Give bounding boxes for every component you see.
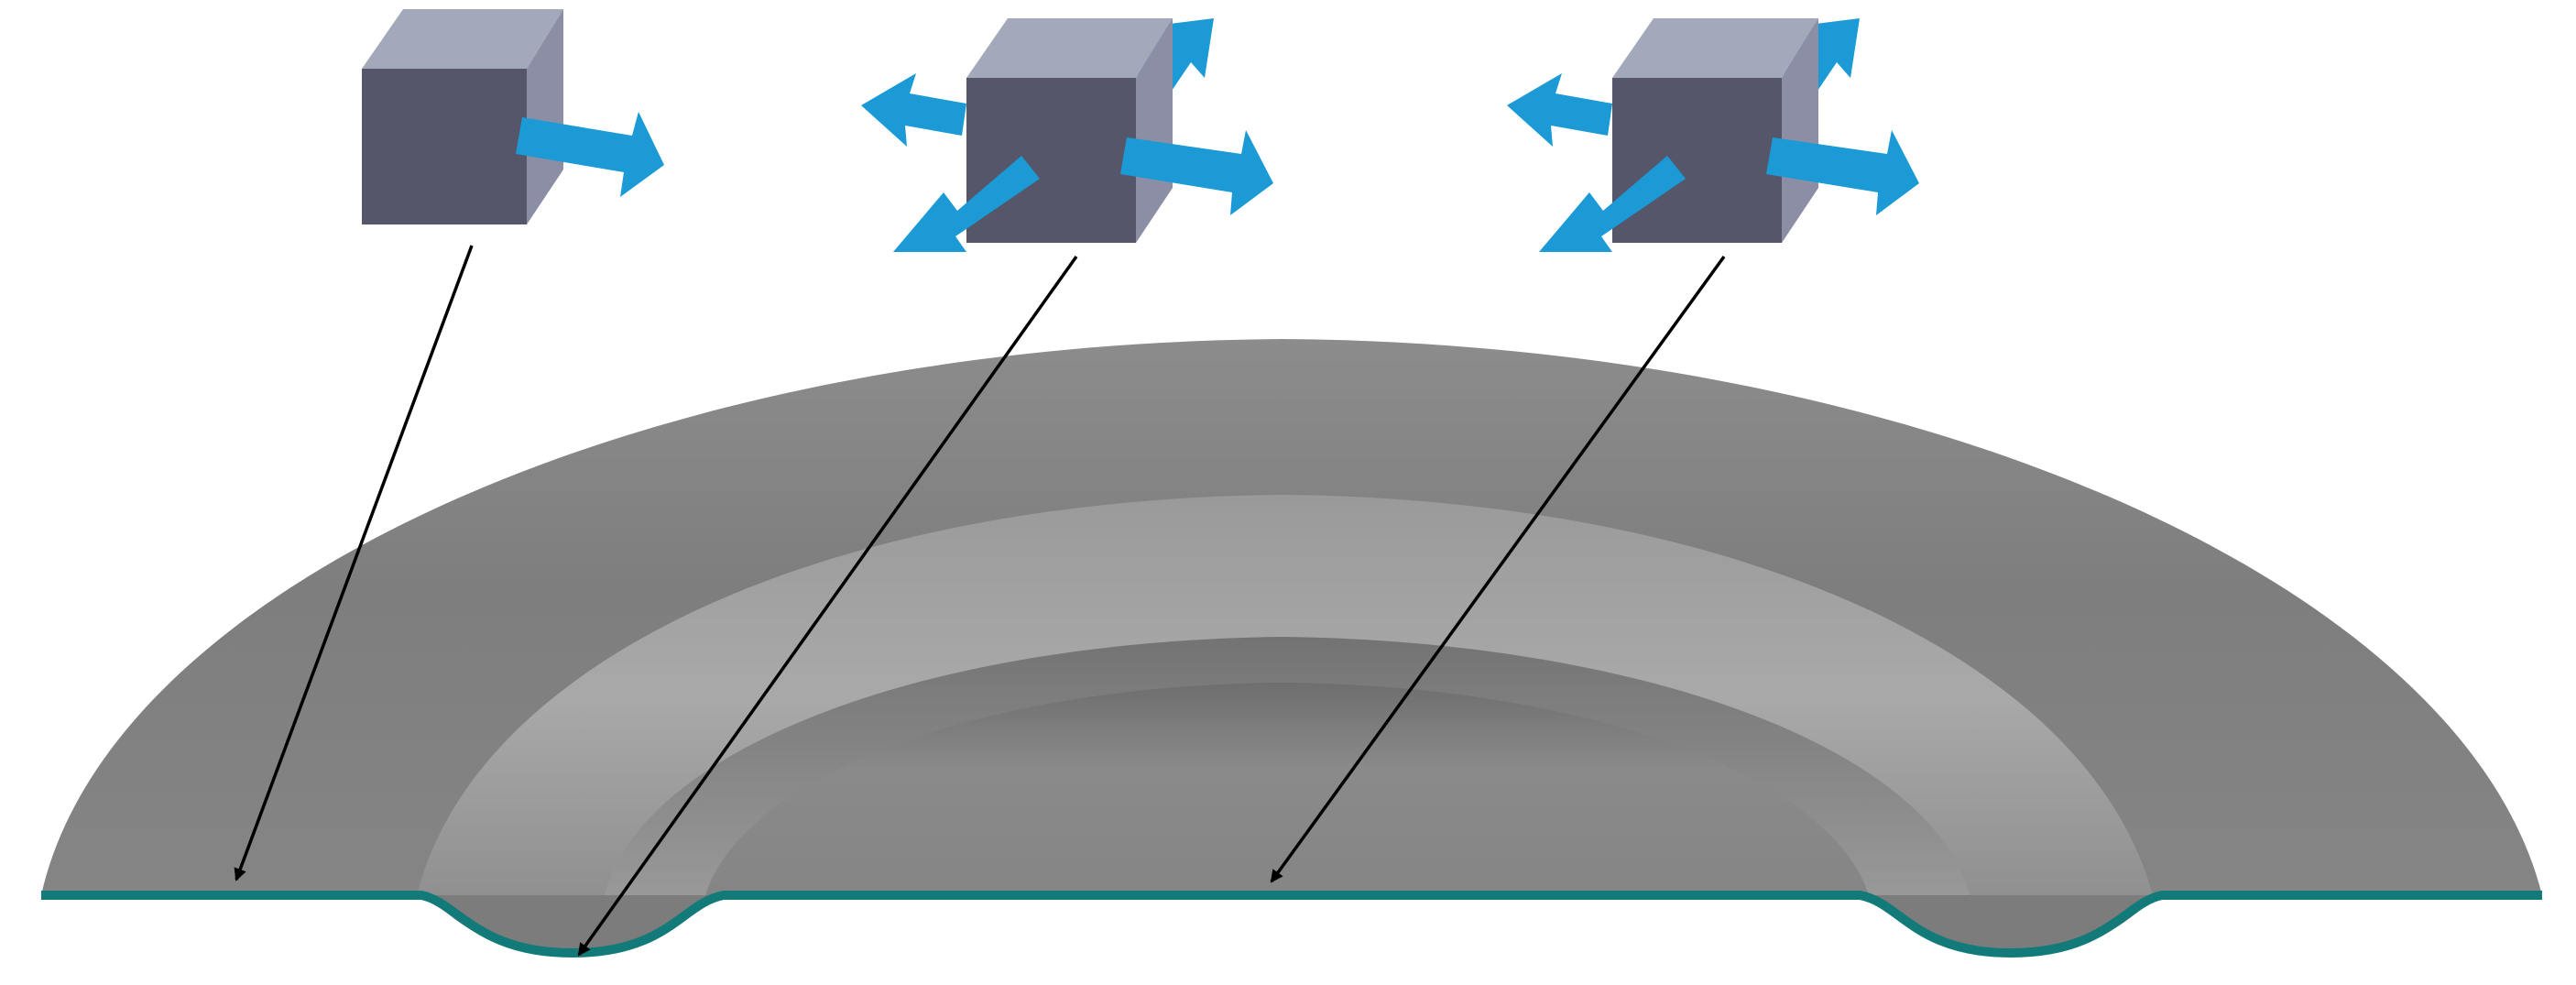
leader-line-middle bbox=[577, 255, 1078, 957]
cube-top-face bbox=[966, 18, 1173, 78]
arrow-left-icon bbox=[861, 73, 966, 147]
arrow-left-icon bbox=[1507, 73, 1612, 147]
cube-top-face bbox=[362, 9, 563, 69]
stress-element-uniaxial bbox=[362, 9, 664, 224]
arrow-right-icon bbox=[1766, 130, 1919, 215]
cube-side-face bbox=[527, 9, 563, 224]
leader-lines bbox=[234, 245, 1726, 957]
stress-element-triaxial-middle bbox=[861, 18, 1273, 252]
arrow-right-icon bbox=[1120, 130, 1273, 215]
part-section-edge bbox=[41, 891, 2542, 958]
cube-top-face bbox=[1612, 18, 1818, 78]
cube-side-face bbox=[1136, 18, 1173, 243]
cube-front-face bbox=[966, 78, 1136, 243]
cube-side-face bbox=[1782, 18, 1818, 243]
arrow-right-icon bbox=[516, 112, 664, 197]
part-inner-floor bbox=[705, 683, 1869, 895]
leader-line-right bbox=[1270, 255, 1726, 883]
cube-front-face bbox=[362, 69, 527, 224]
arrow-down-left-icon bbox=[893, 156, 1040, 252]
leader-line-left bbox=[234, 245, 474, 881]
cube-front-face bbox=[1612, 78, 1782, 243]
arrow-down-left-icon bbox=[1539, 156, 1686, 252]
stamped-part bbox=[41, 339, 2542, 958]
stress-element-triaxial-right bbox=[1507, 18, 1919, 252]
